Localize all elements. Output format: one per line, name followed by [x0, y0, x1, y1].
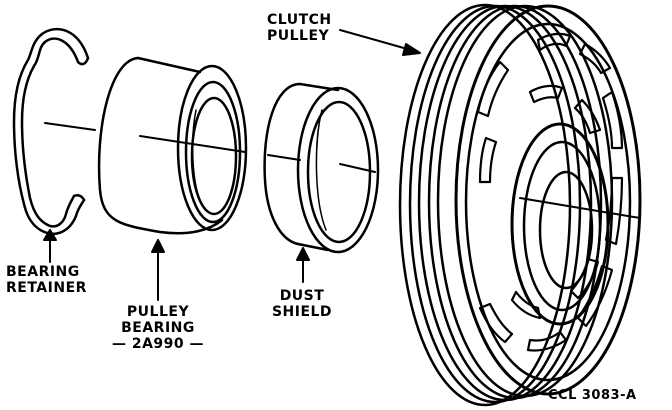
dust-shield-part: [263, 82, 380, 254]
clutch-pulley-part: [398, 3, 642, 407]
dust-shield-label-line-2: SHIELD: [271, 304, 333, 320]
center-axis-line: [44, 122, 641, 219]
clutch-pulley-label-line-1: CLUTCH: [267, 12, 332, 28]
pulley-bearing-label-line-2: BEARING: [121, 320, 195, 336]
pulley-bearing-label-line-1: PULLEY: [126, 304, 190, 320]
dust-shield-label-line-1: DUST: [279, 288, 325, 304]
dust-shield-label: DUST SHIELD: [254, 288, 350, 320]
bearing-retainer-label-line-2: RETAINER: [6, 280, 87, 296]
bearing-retainer-label: BEARING RETAINER: [6, 264, 87, 296]
figure-code: CCL 3083-A: [548, 388, 637, 403]
clutch-pulley-label-line-2: PULLEY: [267, 28, 330, 44]
bearing-retainer-label-line-1: BEARING: [6, 264, 80, 280]
bearing-retainer-part: [12, 27, 90, 236]
clutch-pulley-label: CLUTCH PULLEY: [267, 12, 332, 44]
pulley-bearing-label: PULLEY BEARING — 2A990 —: [102, 304, 214, 352]
pulley-bearing-label-line-3: — 2A990 —: [111, 336, 205, 352]
leader-lines: [43, 29, 421, 301]
pulley-bearing-part: [97, 56, 248, 235]
